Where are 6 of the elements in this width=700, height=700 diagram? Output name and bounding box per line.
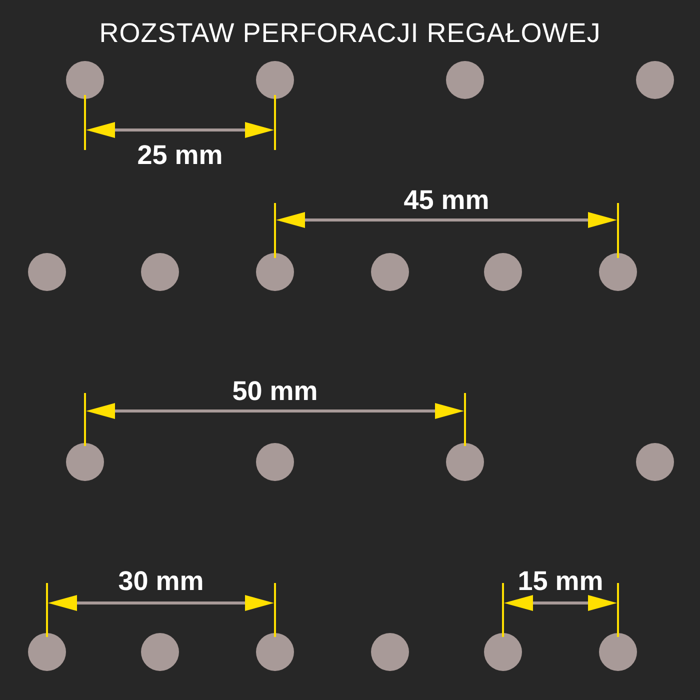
dimension-label: 25 mm	[137, 142, 223, 169]
dimension-label: 30 mm	[118, 568, 204, 595]
dimension-label: 15 mm	[518, 568, 604, 595]
title: ROZSTAW PERFORACJI REGAŁOWEJ	[99, 20, 601, 47]
dimension-label: 45 mm	[404, 187, 490, 214]
dimension-label: 50 mm	[232, 378, 318, 405]
